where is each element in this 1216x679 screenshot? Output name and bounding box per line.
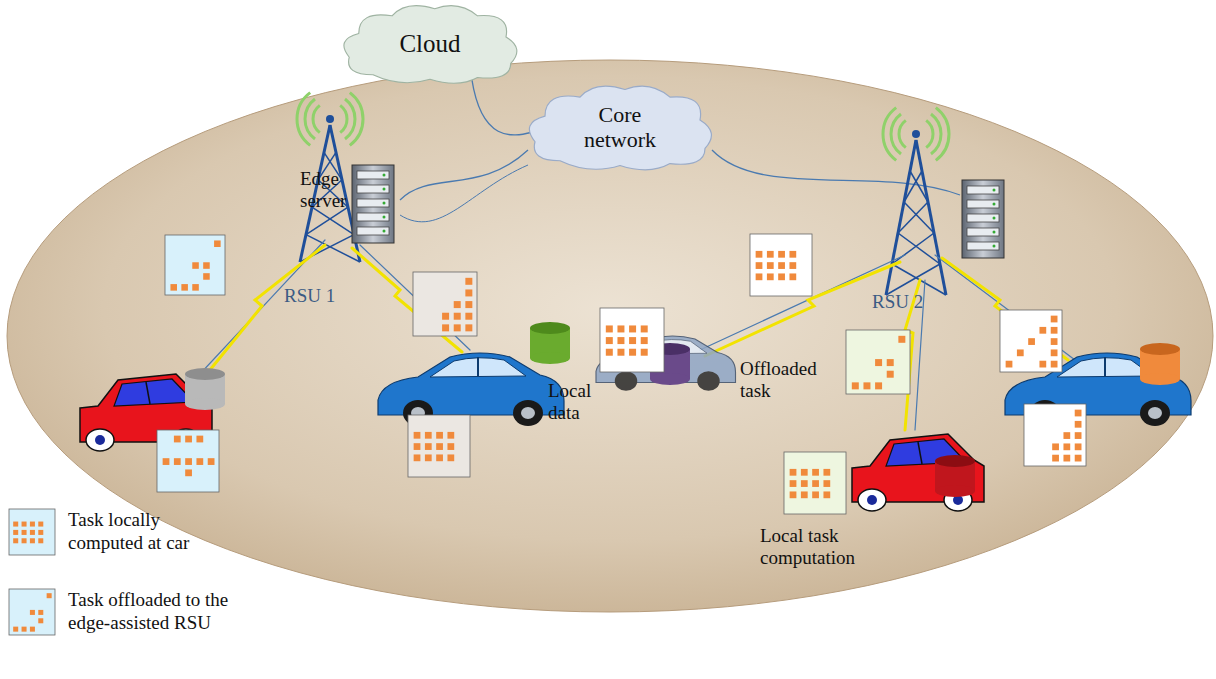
edge-server <box>962 180 1004 258</box>
text-label: RSU 1 <box>284 285 354 307</box>
local-data-cylinder <box>1140 343 1180 385</box>
task-icon <box>1000 310 1062 372</box>
task-icon <box>9 589 55 635</box>
text-label: Edge server <box>300 168 362 212</box>
legend-row: Task offloaded to the edge-assisted RSU <box>8 588 268 636</box>
task-icon <box>1024 404 1086 466</box>
legend-text: Task offloaded to the edge-assisted RSU <box>68 589 268 635</box>
text-label: Local task computation <box>760 525 886 569</box>
task-icon <box>408 415 470 477</box>
rsu-tower <box>883 108 949 295</box>
task-icon <box>157 430 219 492</box>
edge-server <box>352 165 394 243</box>
local-data-cylinder <box>530 322 570 364</box>
task-icon <box>9 509 55 555</box>
network-link <box>472 79 532 135</box>
cloud-shape: Core network <box>520 80 720 175</box>
red-car <box>852 434 984 511</box>
task-icon <box>846 330 910 394</box>
blue-car <box>378 353 564 426</box>
text-label: RSU 2 <box>872 291 942 313</box>
legend-row: Task locally computed at car <box>8 508 218 556</box>
task-icon <box>600 308 664 372</box>
legend-text: Task locally computed at car <box>68 509 218 555</box>
local-data-cylinder <box>935 455 975 497</box>
task-icon <box>784 452 846 514</box>
legend-swatch <box>8 508 56 556</box>
cloud-shape: Cloud <box>335 0 525 88</box>
node-text: Core network <box>560 103 680 151</box>
task-icon <box>750 234 812 296</box>
local-data-cylinder <box>185 368 225 410</box>
text-label: Offloaded task <box>740 358 836 402</box>
legend-swatch <box>8 588 56 636</box>
text-label: Local data <box>548 380 604 424</box>
node-text: Cloud <box>399 30 460 58</box>
task-icon <box>165 235 225 295</box>
task-icon <box>413 272 477 336</box>
